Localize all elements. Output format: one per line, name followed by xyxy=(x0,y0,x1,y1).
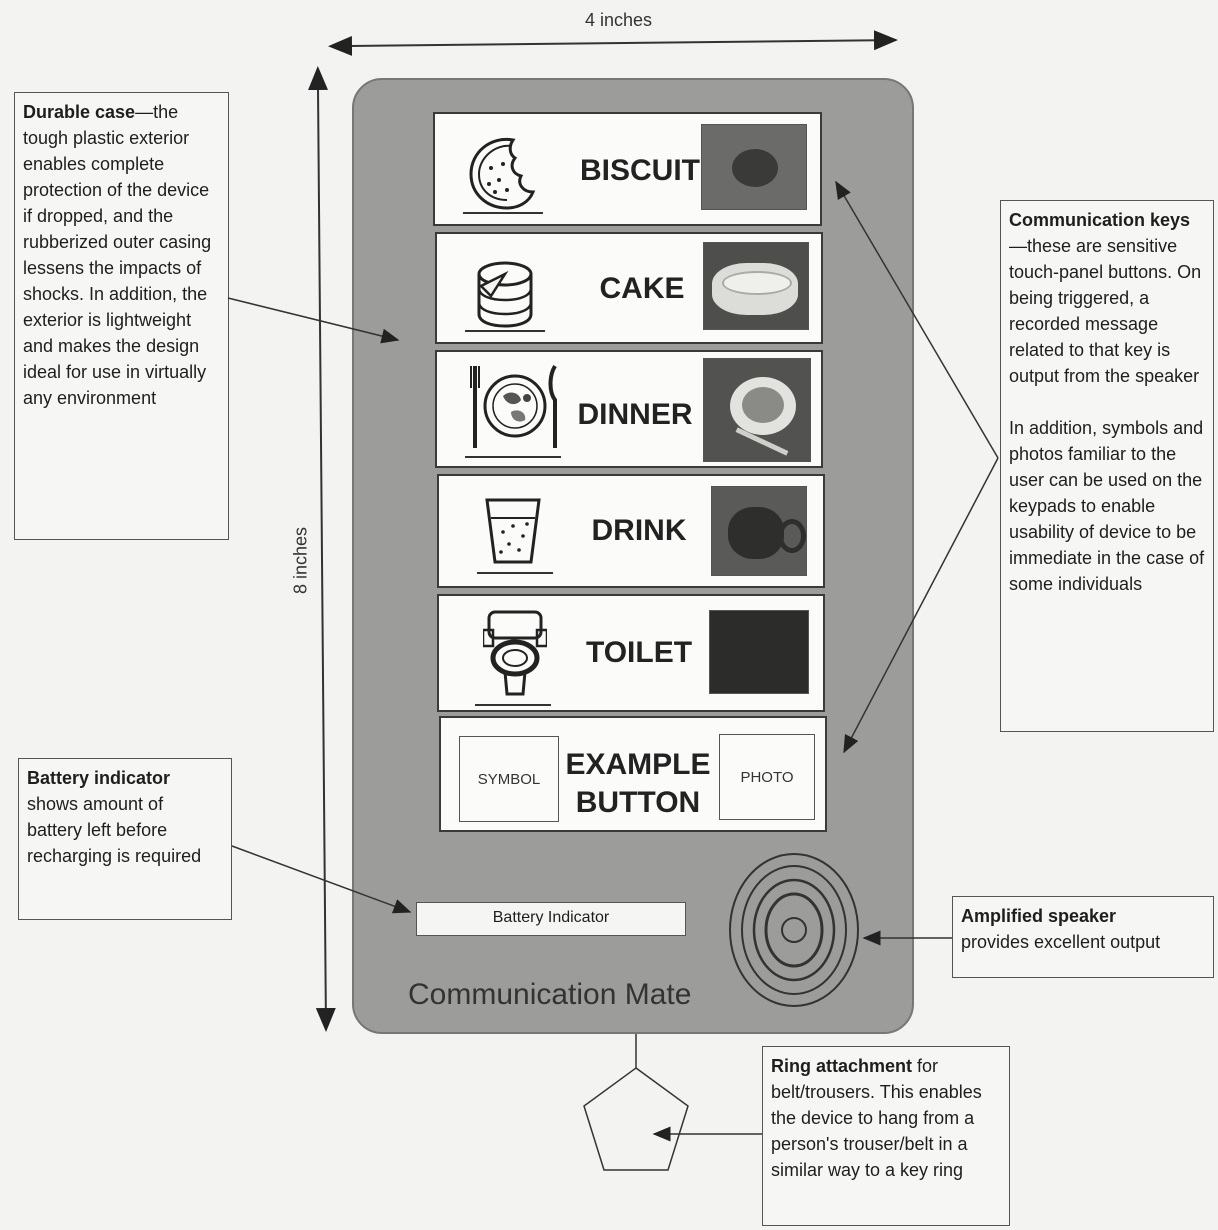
key-dinner[interactable]: DINNER xyxy=(435,350,823,468)
key-photo xyxy=(701,124,807,210)
key-photo xyxy=(703,358,811,462)
key-label: BISCUIT xyxy=(580,154,700,187)
callout-body: —these are sensitive touch-panel buttons… xyxy=(1009,236,1202,386)
symbol-underline xyxy=(465,456,561,458)
callout-body-2: In addition, symbols and photos familiar… xyxy=(1009,418,1205,594)
callout-body: provides excellent output xyxy=(961,932,1161,952)
callout-body: for belt/trousers. This enables the devi… xyxy=(771,1056,982,1180)
key-photo xyxy=(703,242,809,330)
key-label: DRINK xyxy=(591,514,687,547)
key-photo xyxy=(711,486,807,576)
example-label-line2: BUTTON xyxy=(575,786,701,819)
speaker-icon xyxy=(729,853,859,1007)
dinner-icon xyxy=(470,364,557,448)
callout-title: Communication keys xyxy=(1009,210,1191,230)
key-label: DINNER xyxy=(577,398,693,431)
callout-battery-indicator: Battery indicator shows amount of batter… xyxy=(18,758,232,920)
key-label: TOILET xyxy=(585,636,693,669)
callout-title: Battery indicator xyxy=(27,768,171,788)
key-photo xyxy=(709,610,809,694)
key-drink[interactable]: DRINK xyxy=(437,474,825,588)
symbol-underline xyxy=(477,572,553,574)
symbol-underline xyxy=(475,704,551,706)
device-brand-name: Communication Mate xyxy=(408,978,692,1011)
cake-icon xyxy=(477,261,533,328)
symbol-underline xyxy=(463,212,543,214)
biscuit-icon xyxy=(469,137,536,210)
callout-ring-attachment: Ring attachment for belt/trousers. This … xyxy=(762,1046,1010,1226)
callout-body: shows amount of battery left before rech… xyxy=(27,794,202,866)
callout-durable-case: Durable case—the tough plastic exterior … xyxy=(14,92,229,540)
example-photo-box: PHOTO xyxy=(719,734,815,820)
key-cake[interactable]: CAKE xyxy=(435,232,823,344)
battery-indicator: Battery Indicator xyxy=(416,902,686,936)
callout-title: Durable case xyxy=(23,102,136,122)
example-label-line1: EXAMPLE xyxy=(565,748,711,781)
callout-communication-keys: Communication keys —these are sensitive t… xyxy=(1000,200,1214,732)
drink-icon xyxy=(485,498,541,564)
key-toilet[interactable]: TOILET xyxy=(437,594,825,712)
example-symbol-box: SYMBOL xyxy=(459,736,559,822)
toilet-icon xyxy=(483,610,547,696)
key-biscuit[interactable]: BISCUIT xyxy=(433,112,822,226)
ring-attachment-icon xyxy=(583,1067,689,1171)
callout-title: Ring attachment xyxy=(771,1056,913,1076)
height-dimension-arrow xyxy=(308,66,336,1032)
callout-title: Amplified speaker xyxy=(961,906,1117,926)
symbol-underline xyxy=(465,330,545,332)
callout-amplified-speaker: Amplified speaker provides excellent out… xyxy=(952,896,1214,978)
width-dimension-arrow xyxy=(328,30,898,56)
key-label: CAKE xyxy=(599,272,685,305)
width-dimension-label: 4 inches xyxy=(585,10,653,30)
callout-body: —the tough plastic exterior enables comp… xyxy=(23,102,212,408)
key-example-button[interactable]: SYMBOL EXAMPLE BUTTON PHOTO xyxy=(439,716,827,832)
